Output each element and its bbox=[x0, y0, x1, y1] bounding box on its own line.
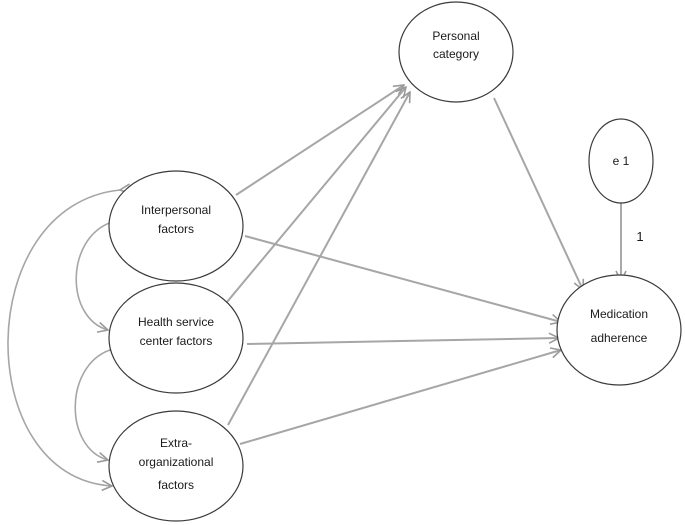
node-interpersonal-label-line1: Interpersonal bbox=[141, 203, 211, 217]
node-extra-organizational-factors: Extra- organizational factors bbox=[108, 410, 244, 522]
node-personal-category: Personal category bbox=[398, 1, 514, 103]
arrow-extra-to-adherence bbox=[239, 350, 561, 445]
arrow-interpersonal-to-personal bbox=[235, 85, 404, 196]
node-interpersonal-factors: Interpersonal factors bbox=[108, 170, 244, 282]
covariance-interpersonal-extra bbox=[7, 190, 120, 486]
node-e1-label: e 1 bbox=[613, 154, 630, 168]
node-personal-label-line2: category bbox=[433, 47, 479, 61]
arrow-interpersonal-to-adherence bbox=[244, 235, 561, 322]
node-extra-label-line2: organizational bbox=[139, 455, 214, 469]
error-path-weight-label: 1 bbox=[636, 229, 643, 244]
node-medication-adherence: Medication adherence bbox=[556, 274, 682, 386]
node-adherence-label-line2: adherence bbox=[591, 331, 648, 345]
node-interpersonal-label-line2: factors bbox=[158, 222, 194, 236]
node-health-service-center-factors: Health service center factors bbox=[108, 282, 244, 394]
node-extra-label-line3: factors bbox=[158, 478, 194, 492]
covariance-health-extra bbox=[74, 350, 110, 460]
arrow-health-to-personal bbox=[226, 87, 406, 303]
arrow-personal-to-adherence bbox=[493, 97, 583, 290]
node-adherence-label-line1: Medication bbox=[590, 307, 648, 321]
node-health-label-line1: Health service bbox=[138, 315, 214, 329]
node-error-e1: e 1 bbox=[588, 118, 654, 204]
node-health-label-line2: center factors bbox=[140, 334, 213, 348]
node-personal-label-line1: Personal bbox=[432, 29, 479, 43]
arrow-health-to-adherence bbox=[246, 338, 559, 345]
node-extra-label-line1: Extra- bbox=[160, 436, 192, 450]
arrow-extra-to-personal bbox=[227, 92, 411, 426]
covariance-interpersonal-health bbox=[75, 222, 112, 330]
